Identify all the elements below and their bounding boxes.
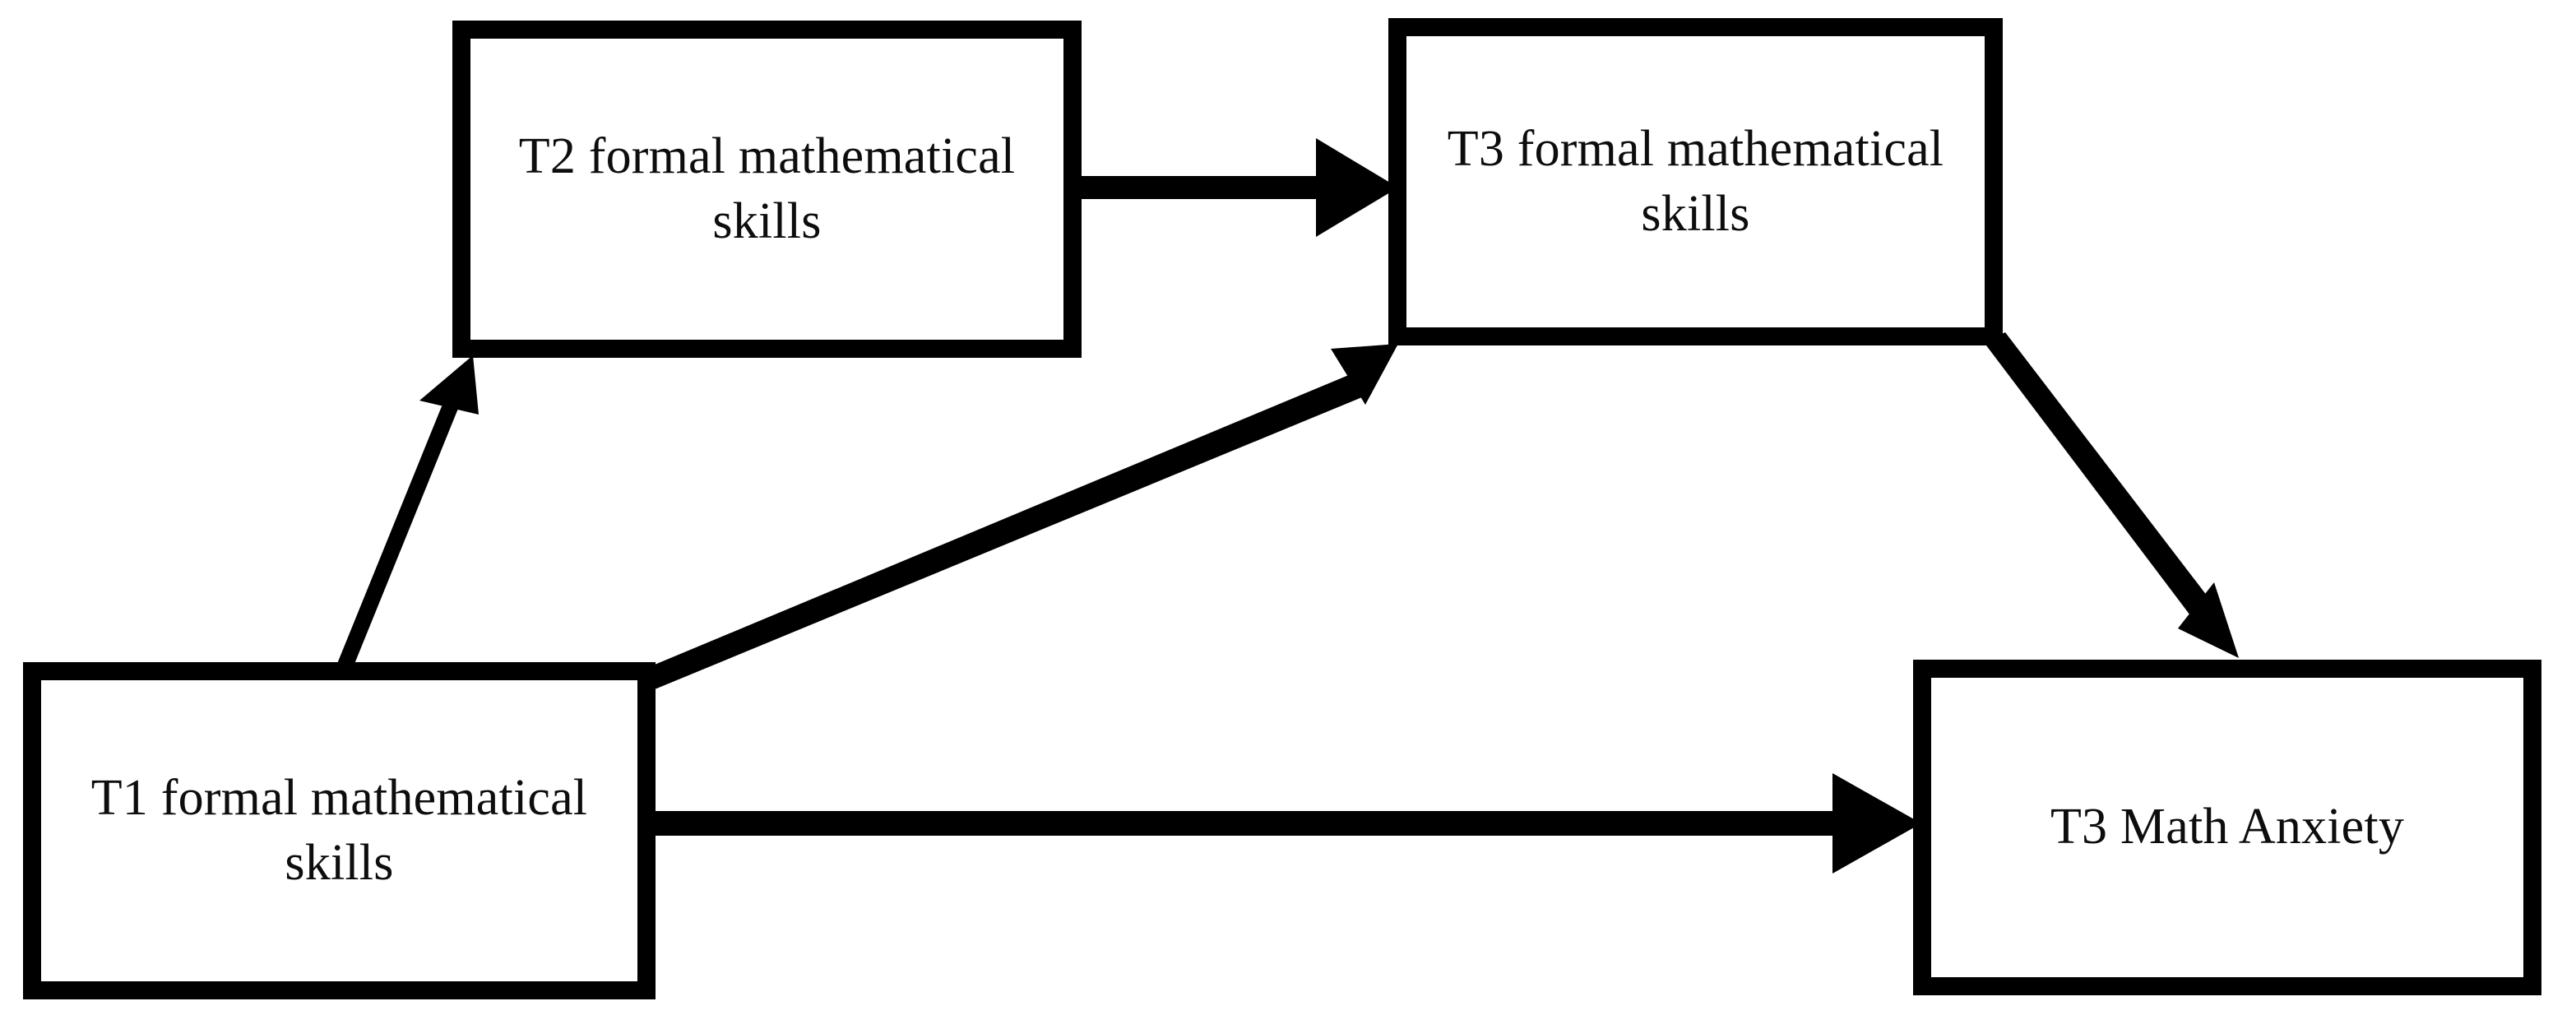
edge-t1-to-t2-formal-shaft xyxy=(331,396,463,678)
edge-t1-to-t3-anxiety-arrowhead xyxy=(1832,773,1921,874)
node-t2-formal-math-skills-label: T2 formal mathematical skills xyxy=(518,127,1016,249)
edge-t3-formal-to-t3-anxiety xyxy=(1984,332,2239,658)
node-t3-formal-math-skills[interactable]: T3 formal mathematical skills xyxy=(1388,18,2003,345)
edge-t2-to-t3-formal-line xyxy=(1082,176,1328,199)
edge-t1-to-t3-formal-shaft xyxy=(655,370,1372,689)
edge-t1-to-t3-anxiety xyxy=(656,773,1921,874)
edge-t1-to-t2-formal xyxy=(331,355,479,678)
edge-t1-to-t3-formal xyxy=(655,344,1398,689)
edge-t1-to-t3-anxiety-line xyxy=(656,811,1840,836)
edge-t3-formal-to-t3-anxiety-arrowhead xyxy=(2178,582,2239,658)
edge-t2-to-t3-formal xyxy=(1082,138,1398,237)
node-t2-formal-math-skills[interactable]: T2 formal mathematical skills xyxy=(452,21,1082,358)
edge-t2-to-t3-formal-arrowhead xyxy=(1316,138,1398,237)
node-t3-math-anxiety-label: T3 Math Anxiety xyxy=(2050,799,2405,855)
edge-t1-to-t2-formal-arrowhead xyxy=(419,355,479,415)
node-t3-formal-math-skills-label: T3 formal mathematical skills xyxy=(1447,120,1944,242)
edge-t1-to-t3-formal-arrowhead xyxy=(1331,344,1398,405)
node-t3-math-anxiety[interactable]: T3 Math Anxiety xyxy=(1913,660,2541,995)
node-t1-formal-math-skills[interactable]: T1 formal mathematical skills xyxy=(23,662,656,999)
edge-t2-to-t3-formal-shaft xyxy=(1082,163,1398,212)
edge-t3-formal-to-t3-anxiety-shaft xyxy=(1984,332,2221,625)
node-t1-formal-math-skills-label: T1 formal mathematical skills xyxy=(90,769,588,891)
